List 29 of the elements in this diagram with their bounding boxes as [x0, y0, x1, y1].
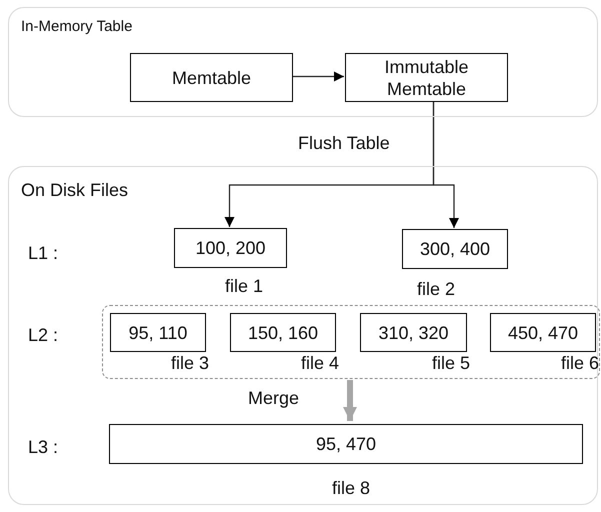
file-caption: file 2 — [417, 278, 456, 300]
panel-heading: On Disk Files — [21, 179, 128, 202]
dashed-group — [102, 305, 600, 379]
file-caption: file 5 — [432, 352, 470, 374]
box-label: 300, 400 — [418, 238, 492, 260]
panel — [8, 7, 598, 117]
file-caption: file 1 — [225, 275, 264, 297]
box-label: 100, 200 — [194, 237, 267, 259]
process-box — [130, 53, 293, 102]
level-label: L2 : — [28, 324, 58, 347]
level-label: L1 : — [28, 242, 58, 265]
process-box — [345, 53, 508, 102]
arrow — [432, 101, 459, 228]
file-caption: file 3 — [170, 352, 209, 374]
panel-heading: In-Memory Table — [21, 17, 132, 37]
file-caption: file 8 — [332, 477, 370, 499]
box-label: 95, 110 — [128, 322, 188, 344]
box-label: 150, 160 — [246, 322, 320, 344]
panel — [8, 166, 598, 505]
arrow — [343, 380, 357, 421]
file-caption: file 6 — [560, 352, 599, 374]
box-label: 95, 470 — [314, 433, 378, 455]
arrow — [292, 72, 344, 82]
box-label: 310, 320 — [377, 322, 450, 344]
box-label: Memtable — [170, 66, 252, 88]
box-label: 450, 470 — [506, 322, 580, 344]
box-label: Immutable Memtable — [383, 56, 470, 100]
file-caption: file 4 — [300, 352, 339, 374]
level-label: L3 : — [28, 436, 58, 459]
